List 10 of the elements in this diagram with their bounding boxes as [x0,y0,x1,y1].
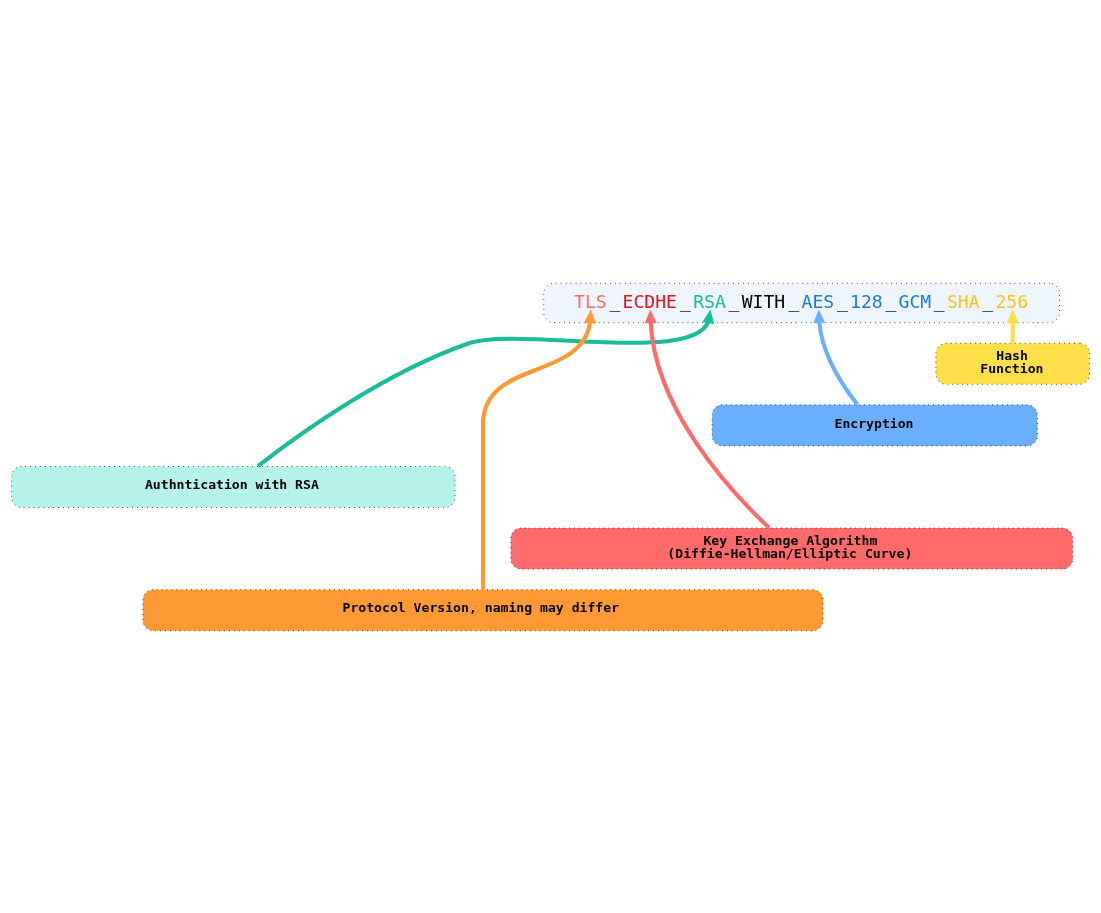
arrow [644,308,771,529]
arrow [256,308,715,468]
node-box: Protocol Version, naming may differ [142,588,824,631]
node-box: Key Exchange Algorithm (Diffie-Hellman/Elliptic Curve) [510,527,1074,569]
node-box: Hash Function [935,342,1090,385]
node-box: Authntication with RSA [11,465,456,508]
node-box: Encryption [711,403,1038,446]
arrow [1006,308,1019,343]
arrow [480,308,597,590]
arrow [813,308,859,406]
